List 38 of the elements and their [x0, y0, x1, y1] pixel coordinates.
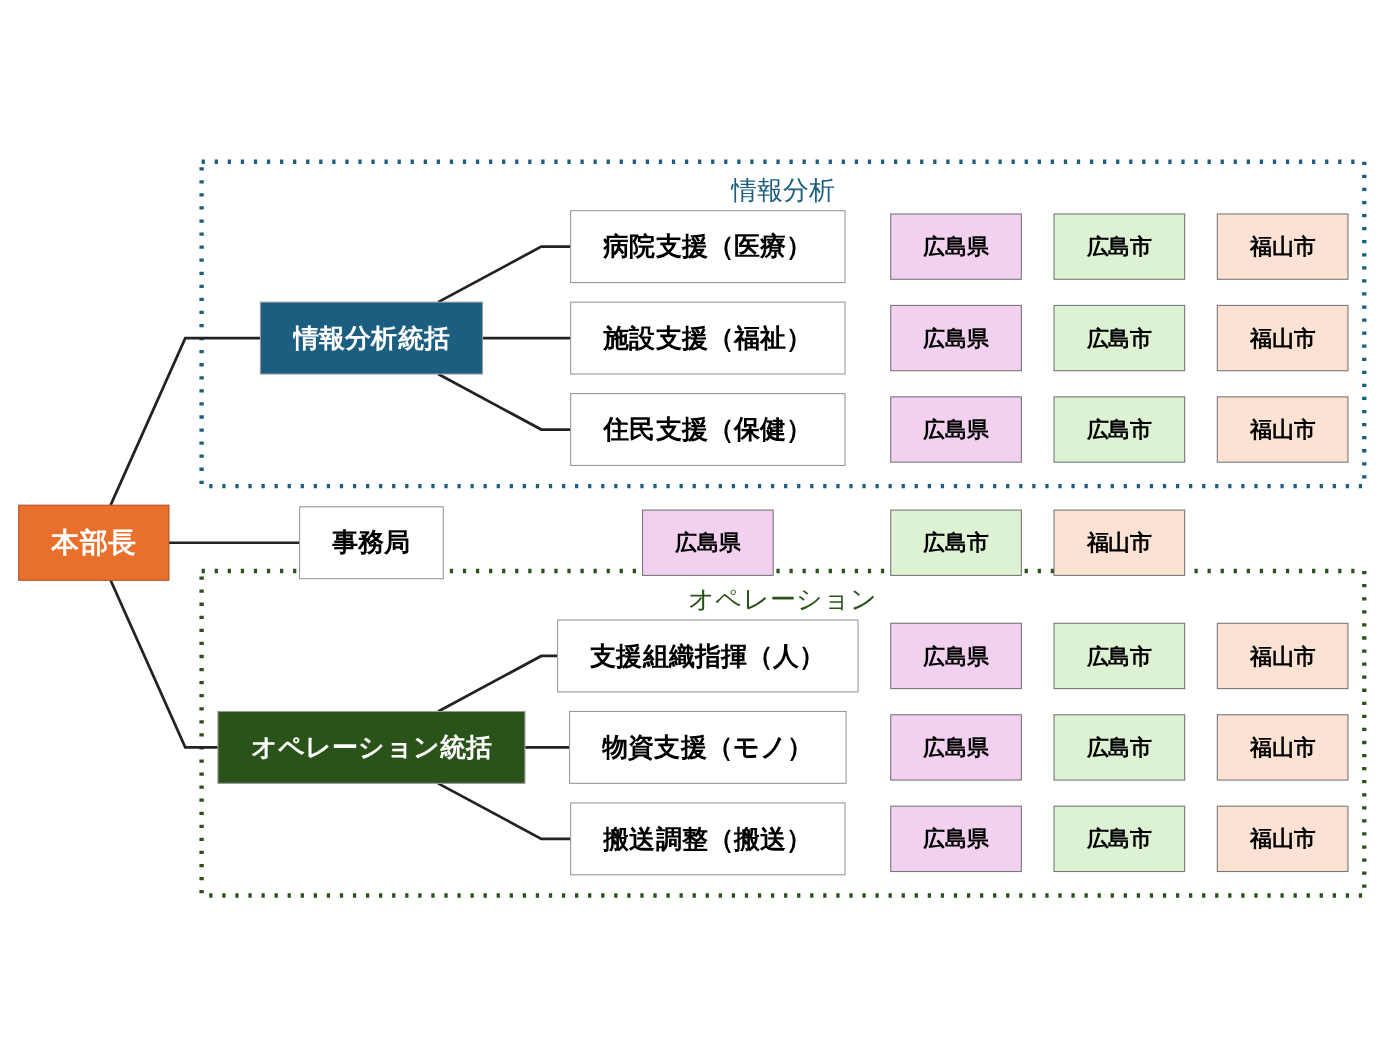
- node-box: 搬送調整（搬送）: [570, 802, 846, 876]
- node-box: 広島県: [890, 213, 1022, 281]
- connector: [524, 746, 570, 750]
- node-box: 広島市: [1053, 396, 1186, 464]
- node-box: 病院支援（医療）: [570, 210, 846, 284]
- node-box: 福山市: [1216, 213, 1349, 281]
- node-box: 広島市: [1053, 623, 1186, 690]
- node-box: 福山市: [1053, 509, 1186, 577]
- node-box: 事務局: [299, 506, 444, 580]
- node-box: 施設支援（福祉）: [570, 302, 846, 375]
- node-box: 物資支援（モノ）: [569, 711, 847, 785]
- node-box: 広島市: [890, 509, 1022, 577]
- node-box: 福山市: [1216, 396, 1349, 464]
- node-box: 広島市: [1053, 714, 1186, 781]
- node-box: 広島市: [1053, 806, 1186, 873]
- node-box: 広島市: [1053, 305, 1186, 372]
- node-box: 支援組織指揮（人）: [557, 619, 859, 693]
- connector: [109, 337, 261, 507]
- node-box: 広島県: [890, 305, 1022, 372]
- node-box: 広島県: [890, 623, 1022, 690]
- node-box: 福山市: [1216, 305, 1349, 372]
- connector: [437, 782, 571, 841]
- node-box: 広島県: [641, 509, 774, 577]
- node-box: 福山市: [1216, 806, 1349, 873]
- node-box: 広島市: [1053, 213, 1186, 281]
- connector: [437, 373, 571, 432]
- node-box: 広島県: [890, 806, 1022, 873]
- node-box: 福山市: [1216, 714, 1349, 781]
- connector: [482, 337, 571, 340]
- node-box: 本部長: [18, 505, 170, 582]
- connector: [109, 580, 218, 750]
- connector: [437, 245, 571, 304]
- node-box: 広島県: [890, 396, 1022, 464]
- node-box: オペレーション統括: [217, 711, 526, 785]
- node-box: 福山市: [1216, 623, 1349, 690]
- connector: [168, 541, 300, 545]
- node-box: 広島県: [890, 714, 1022, 781]
- node-box: 住民支援（保健）: [570, 393, 846, 467]
